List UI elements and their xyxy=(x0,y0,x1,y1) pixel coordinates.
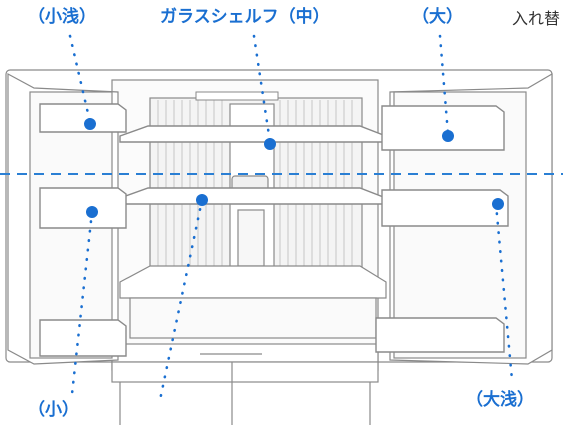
label-small: （小） xyxy=(28,400,79,420)
leader-lines xyxy=(68,34,514,402)
label-large-shallow: （大浅） xyxy=(466,390,534,410)
right-door-pockets xyxy=(375,105,509,353)
label-glass-shelf-mid: ガラスシェルフ（中） xyxy=(160,7,330,27)
left-door-pockets xyxy=(39,103,127,357)
label-side-text: 入れ替 xyxy=(512,9,561,28)
label-small-shallow: （小浅） xyxy=(28,7,96,27)
drawers xyxy=(111,265,387,425)
top-light xyxy=(195,91,279,101)
glass-shelves xyxy=(119,125,387,205)
leader-endpoints xyxy=(84,118,504,218)
label-large: （大） xyxy=(412,7,463,27)
